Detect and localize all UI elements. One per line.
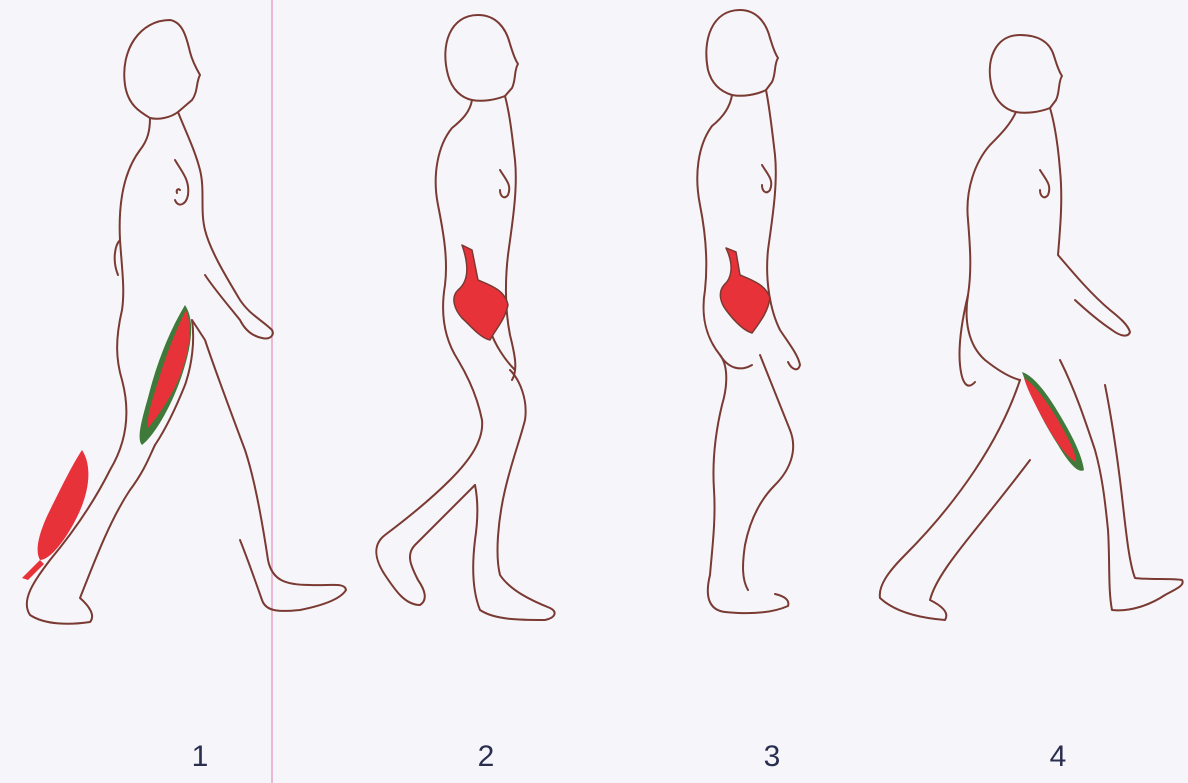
figure-1-muscles <box>22 305 191 580</box>
walking-figure-4 <box>880 35 1183 620</box>
figure-4-label: 4 <box>1038 740 1078 774</box>
figure-2-muscles <box>454 245 508 340</box>
figure-3-label: 3 <box>752 740 792 774</box>
figure-2-label: 2 <box>466 740 506 774</box>
figure-4-muscles <box>1022 372 1084 471</box>
figure-1-label: 1 <box>180 740 220 774</box>
figure-3-muscles <box>720 248 770 333</box>
